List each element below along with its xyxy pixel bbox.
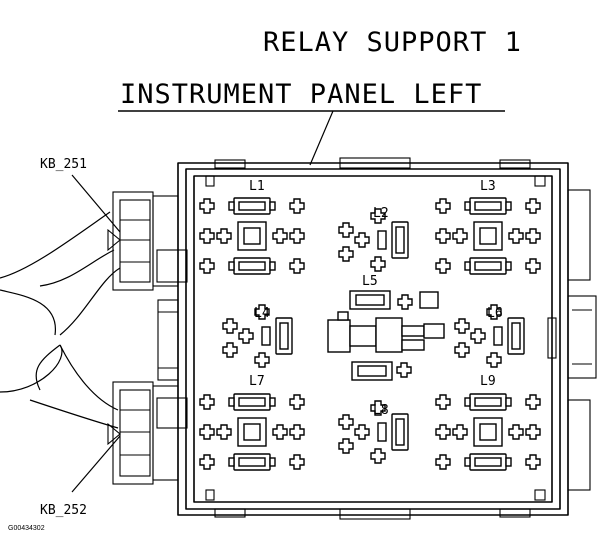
connector-label-kb252: KB_252 xyxy=(40,503,87,518)
relay-socket-l5 xyxy=(327,290,445,381)
relay-label-l7: L7 xyxy=(249,374,265,389)
relay-label-l2: L2 xyxy=(373,206,389,221)
relay-label-l4: L4 xyxy=(254,306,270,321)
figure-id: G00434302 xyxy=(8,525,45,532)
title-leader-line xyxy=(309,110,334,166)
relay-label-l5: L5 xyxy=(362,274,378,289)
relay-labels: L1 L2 L3 L4 L5 L6 L7 L8 L9 xyxy=(249,179,503,418)
wire-harness xyxy=(0,211,121,429)
connector-label-kb251: KB_251 xyxy=(40,157,87,172)
relay-label-l1: L1 xyxy=(249,179,265,194)
relay-label-l3: L3 xyxy=(480,179,496,194)
relay-label-l6: L6 xyxy=(487,306,503,321)
title-line-2: INSTRUMENT PANEL LEFT xyxy=(120,79,482,110)
relay-label-l8: L8 xyxy=(373,403,389,418)
connector-kb252-body xyxy=(107,381,188,485)
kb252-callout xyxy=(71,435,121,493)
relay-socket-l3 xyxy=(436,198,540,274)
relay-label-l9: L9 xyxy=(480,374,496,389)
title-line-1: RELAY SUPPORT 1 xyxy=(263,27,522,58)
left-mount-bracket xyxy=(157,299,179,381)
relay-socket-l1 xyxy=(200,198,304,274)
relay-socket-l9 xyxy=(436,394,540,470)
connector-kb251-body xyxy=(107,191,188,291)
kb251-callout xyxy=(71,174,121,233)
right-side-fittings xyxy=(547,189,597,491)
relay-socket-l7 xyxy=(200,394,304,470)
